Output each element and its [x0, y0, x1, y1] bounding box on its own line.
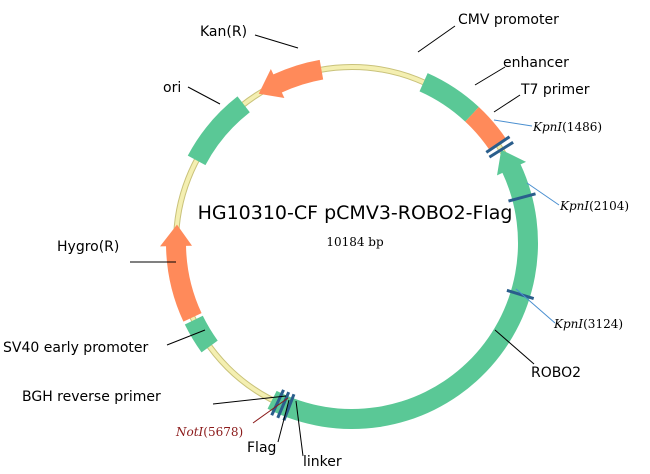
t7-primer-marker [488, 141, 514, 159]
leader-cmv-promoter [417, 25, 456, 53]
plasmid-size: 10184 bp [326, 235, 384, 249]
kpni-1486-name: KpnI [532, 120, 562, 134]
label-flag: Flag [247, 440, 276, 456]
label-hygro-r: Hygro(R) [57, 239, 119, 255]
linker-marker [270, 389, 285, 416]
plasmid-title: HG10310-CF pCMV3-ROBO2-Flag [198, 202, 513, 224]
leader-kpni-2104 [526, 182, 560, 206]
leader-noti [252, 397, 289, 424]
flag-marker [276, 391, 291, 419]
sv40-early-promoter-arc [184, 315, 218, 353]
hygro-r-arc [160, 224, 202, 322]
feature-arcs [160, 59, 538, 429]
cmv-promoter-arc [419, 73, 479, 122]
leader-sv40 [166, 329, 206, 346]
label-kpni-1486: KpnI(1486) [532, 120, 602, 134]
label-linker: linker [303, 454, 342, 470]
label-ori: ori [163, 80, 181, 96]
kan-r-arc [258, 59, 324, 98]
leader-bgh [212, 395, 287, 405]
label-kpni-3124: KpnI(3124) [553, 317, 623, 331]
leader-enhancer [474, 66, 506, 86]
label-bgh-reverse-primer: BGH reverse primer [22, 389, 161, 405]
leader-kpni-1486 [493, 119, 533, 127]
kpni-3124-pos: (3124) [583, 317, 623, 331]
label-enhancer: enhancer [503, 55, 569, 71]
leader-lines [130, 25, 535, 457]
kpni-2104-marker [508, 192, 536, 203]
noti-5678-pos: (5678) [203, 425, 243, 439]
kpni-2104-name: KpnI [559, 199, 589, 213]
noti-5678-name: NotI [175, 425, 204, 439]
site-leaders [493, 119, 560, 324]
kpni-1486-marker [485, 135, 511, 154]
label-robo2: ROBO2 [531, 365, 581, 381]
leader-kan-r [254, 34, 299, 49]
leader-ori [187, 86, 221, 105]
robo2-arc [267, 149, 538, 429]
kpni-1486-pos: (1486) [562, 120, 602, 134]
kpni-2104-pos: (2104) [589, 199, 629, 213]
label-noti-5678: NotI(5678) [175, 425, 243, 439]
enhancer-arc [465, 106, 507, 151]
noti-5678-marker [282, 393, 296, 421]
ori-arc [187, 96, 250, 166]
label-t7-primer: T7 primer [520, 82, 590, 98]
leader-linker [295, 400, 304, 457]
leader-kpni-3124 [515, 288, 556, 324]
label-sv40-early-promoter: SV40 early promoter [3, 340, 149, 356]
label-kpni-2104: KpnI(2104) [559, 199, 629, 213]
label-kan-r: Kan(R) [200, 24, 247, 40]
leader-flag [277, 399, 290, 443]
label-cmv-promoter: CMV promoter [458, 12, 559, 28]
leader-robo2 [494, 329, 535, 365]
leader-t7-primer [493, 94, 521, 113]
kpni-3124-name: KpnI [553, 317, 583, 331]
kpni-3124-marker [506, 288, 535, 300]
